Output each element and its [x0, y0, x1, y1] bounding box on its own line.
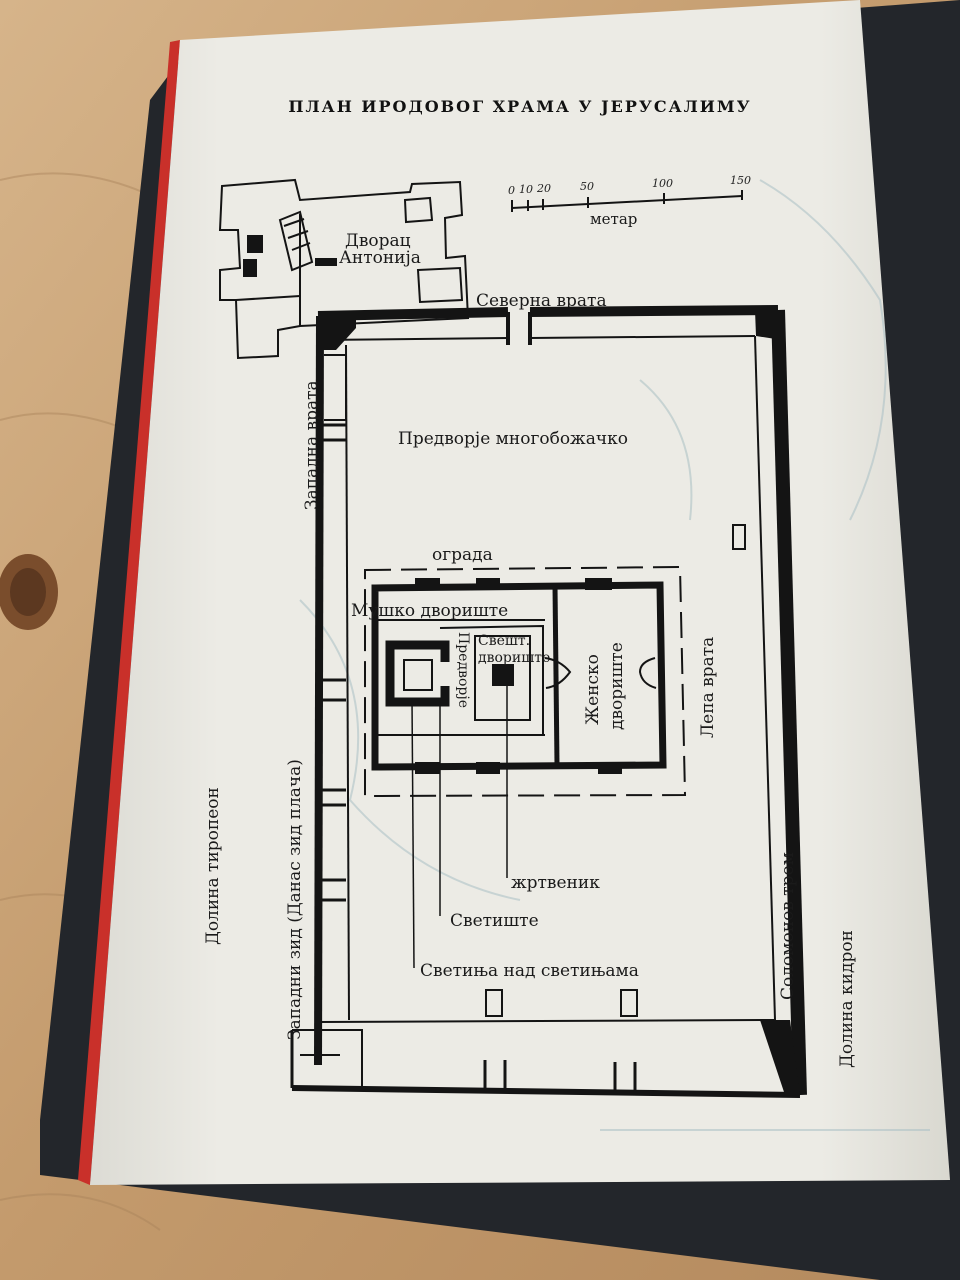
altar-label: жртвеник: [511, 873, 600, 893]
vestibule-label: Предворје: [455, 632, 471, 708]
temple-mount-wall: [290, 305, 807, 1098]
priests-court-label-2: двориште: [478, 650, 550, 666]
west-gate-label: Западна врата: [302, 380, 322, 510]
womens-court-label-1: Женско: [583, 654, 603, 725]
west-wall-label: Западни зид (Данас зид плача): [285, 759, 305, 1040]
priests-court-label-1: Свешт.: [478, 633, 530, 649]
scale-tick-100: 100: [652, 177, 673, 190]
kidron-label: Долина кидрон: [837, 930, 857, 1068]
gentiles-court-label: Предворје многобожачко: [398, 429, 628, 449]
scale-bar: 0 10 20 50 100 150 метар: [508, 174, 751, 228]
womens-court-label-2: двориште: [607, 642, 627, 730]
solomon-porch-label: Соломонов трем: [778, 852, 798, 1000]
scale-tick-10: 10: [519, 183, 533, 196]
nw-corner-tower: [322, 318, 356, 350]
se-corner-tower: [760, 1020, 800, 1095]
sanctuary-label: Светиште: [450, 911, 539, 931]
beautiful-gate-label: Лепа врата: [698, 637, 718, 738]
antonia-fortress: [218, 178, 470, 360]
page-edge: [78, 40, 180, 1185]
altar-block: [492, 664, 514, 686]
mens-court-label: Мушко двориште: [351, 601, 508, 621]
scale-tick-0: 0: [508, 184, 515, 197]
fence-soreg: [364, 565, 687, 798]
leader-lines: [411, 686, 508, 969]
ne-corner-tower: [755, 310, 782, 340]
scale-tick-50: 50: [580, 180, 594, 193]
book-page: [90, 0, 950, 1185]
page-title: ПЛАН ИРОДОВОГ ХРАМА У ЈЕРУСАЛИМУ: [288, 97, 751, 116]
scale-unit: метар: [590, 210, 637, 228]
tyropoeon-label: Долина тиропеон: [203, 787, 223, 945]
holy-of-holies-label: Светиња над светињама: [420, 961, 639, 981]
north-gate-label: Северна врата: [476, 291, 607, 311]
fence-label: ограда: [432, 545, 493, 565]
scale-tick-150: 150: [730, 174, 751, 187]
show-through-map: [299, 179, 930, 1131]
scale-tick-20: 20: [536, 182, 551, 195]
inner-courts: [371, 578, 667, 774]
antonia-label-1: Дворац: [345, 231, 411, 251]
antonia-label-2: Антонија: [339, 248, 421, 268]
